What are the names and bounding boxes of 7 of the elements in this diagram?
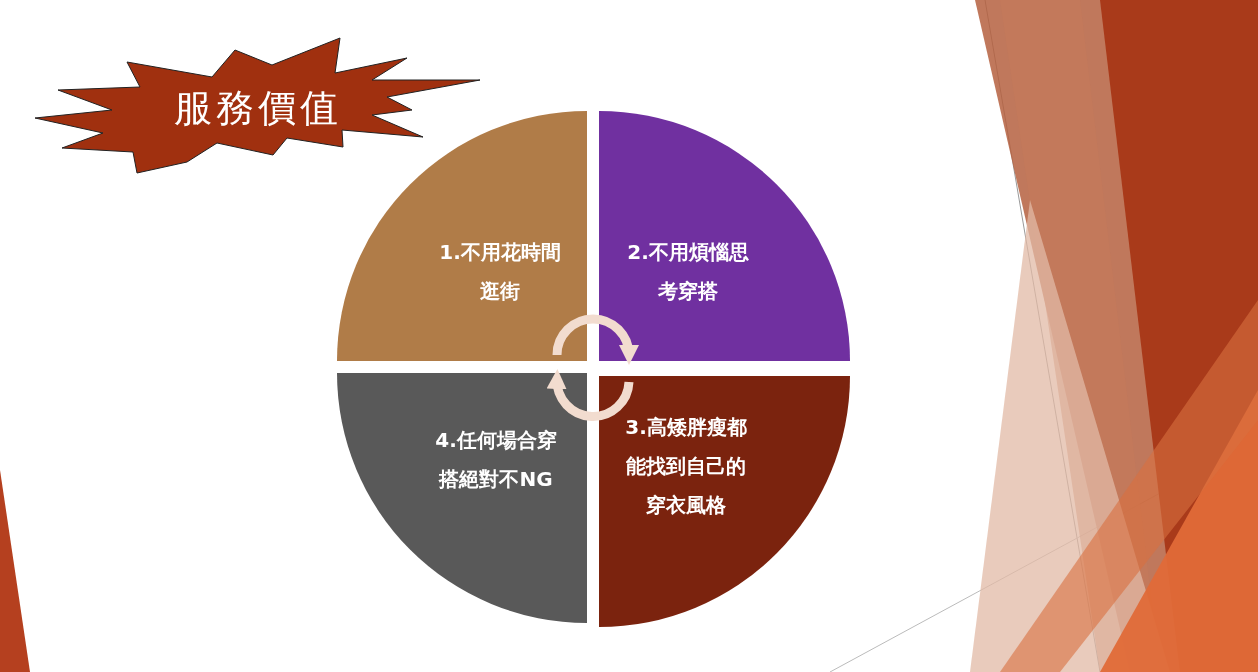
curved-arrow	[547, 369, 634, 421]
quadrant-label: 3.高矮胖瘦都能找到自己的穿衣風格	[624, 414, 748, 519]
title-text: 服務價值	[172, 88, 343, 128]
quadrant-label: 2.不用煩惱思考穿搭	[626, 239, 750, 305]
quadrant-label: 1.不用花時間逛街	[438, 239, 562, 305]
curved-arrow	[552, 314, 639, 365]
quadrant-label: 4.任何場合穿搭絕對不NG	[434, 427, 558, 493]
